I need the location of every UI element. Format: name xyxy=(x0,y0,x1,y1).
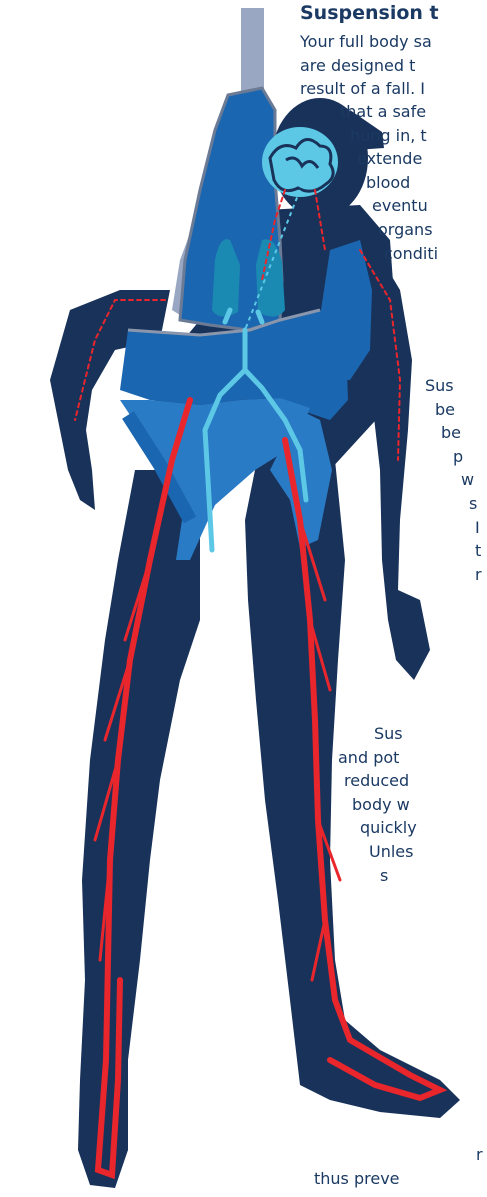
text-line: blood xyxy=(366,171,438,195)
page-title: Suspension t xyxy=(300,2,439,24)
text-line: s xyxy=(469,492,482,516)
text-line: thus preve xyxy=(314,1167,483,1191)
text-line: be xyxy=(435,398,482,422)
text-line: body w xyxy=(352,793,417,817)
intro-paragraph: Your full body sa are designed t result … xyxy=(300,30,432,101)
paragraph-4: Sus and pot reduced body w quickly Unles… xyxy=(360,722,417,887)
text-line: result of a fall. I xyxy=(300,77,432,101)
text-line: are designed t xyxy=(300,54,432,78)
text-line: hung in, t xyxy=(350,124,438,148)
text-line: Your full body sa xyxy=(300,30,432,54)
paragraph-3: Sus be be p w s I t r xyxy=(425,374,482,586)
text-line: p xyxy=(453,445,482,469)
paragraph-5: r thus preve xyxy=(314,1143,483,1190)
text-line: reduced xyxy=(344,769,417,793)
text-line: Sus xyxy=(425,374,482,398)
paragraph-2: that a safe hung in, t extende blood eve… xyxy=(340,100,438,265)
text-line: s xyxy=(380,864,417,888)
text-line: that a safe xyxy=(340,100,438,124)
text-line: w xyxy=(461,468,482,492)
text-line: and pot xyxy=(338,746,417,770)
text-line: be xyxy=(441,421,482,445)
text-line: t xyxy=(475,539,482,563)
brain-icon xyxy=(262,127,338,197)
text-line: I xyxy=(475,516,482,540)
text-line: organs xyxy=(378,218,438,242)
text-line: r xyxy=(476,1143,483,1167)
text-line: conditi xyxy=(384,242,438,266)
text-line: quickly xyxy=(360,816,417,840)
text-line: eventu xyxy=(372,194,438,218)
text-line: Sus xyxy=(374,722,417,746)
text-line: r xyxy=(475,563,482,587)
text-line: Unles xyxy=(369,840,417,864)
text-line: extende xyxy=(357,147,438,171)
